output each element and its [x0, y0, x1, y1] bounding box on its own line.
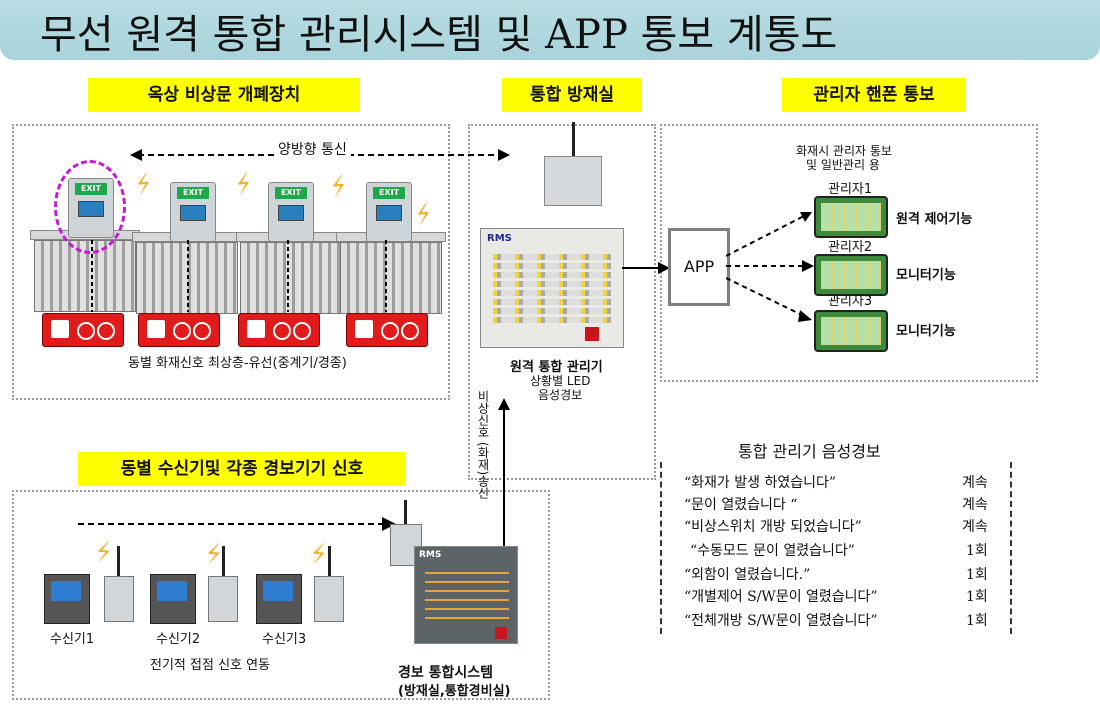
section-label-dong-signal: 동별 수신기및 각종 경보기기 신호 [78, 452, 406, 486]
wiring-lines [91, 240, 387, 312]
wireless-repeater [544, 156, 602, 206]
wireless-transmitter [314, 576, 344, 622]
section-label-rooftop: 옥상 비상문 개폐장치 [88, 78, 360, 112]
fire-relay-device [238, 313, 320, 347]
fire-relay-device [138, 313, 220, 347]
antenna [404, 500, 407, 526]
phone-3-function: 모니터기능 [896, 324, 956, 339]
voice-message-6: “개별제어 S/W문이 열렸습니다” [684, 589, 878, 605]
wireless-transmitter [208, 576, 238, 622]
alarm-system-sub: (방재실,통합경비실) [398, 684, 511, 699]
antenna [328, 546, 331, 576]
exit-door-unit: EXIT [268, 182, 314, 242]
voice-mode-4: 1회 [966, 543, 988, 559]
app-box: APP [668, 228, 730, 306]
fire-relay-device [42, 313, 124, 347]
rooftop-box [12, 124, 450, 400]
wireless-receiver-unit [390, 524, 422, 566]
section-label-control-room: 통합 방재실 [502, 78, 642, 112]
voice-mode-7: 1회 [966, 613, 988, 629]
vertical-signal-label: 비상신호 (화재)송신 [476, 390, 490, 500]
panel-brand: RMS [487, 233, 512, 244]
voice-bracket-right [1010, 462, 1016, 634]
phone-1-name: 관리자1 [828, 182, 873, 197]
panel-sub-led: 상황별 LED [530, 374, 591, 388]
antenna [572, 122, 575, 156]
receiver-1-label: 수신기1 [50, 632, 95, 647]
alarm-integrated-panel: RMS [414, 546, 518, 644]
manager-phone-2 [814, 254, 888, 296]
antenna [222, 546, 225, 576]
title-bar [0, 0, 1100, 60]
exit-door-unit: EXIT [170, 182, 216, 242]
diagram-title: 무선 원격 통합 관리시스템 및 APP 통보 계통도 [40, 12, 838, 58]
manager-box [660, 124, 1038, 382]
bidirectional-label: 양방향 통신 [274, 139, 351, 159]
receiver-box [12, 490, 550, 700]
phone-3-name: 관리자3 [828, 294, 873, 309]
integrated-manager-panel: RMS [480, 228, 624, 348]
brand-logo-icon [495, 627, 507, 639]
panel-caption: 원격 통합 관리기 [510, 360, 603, 375]
voice-heading: 통합 관리기 음성경보 [738, 442, 881, 461]
receiver-2-label: 수신기2 [156, 632, 201, 647]
manager-phone-3 [814, 310, 888, 352]
antenna [117, 546, 120, 576]
receiver-3-label: 수신기3 [262, 632, 307, 647]
manager-phone-1 [814, 196, 888, 238]
control-room-box [468, 124, 656, 480]
voice-mode-2: 계속 [962, 497, 988, 513]
panel-to-app-arrow [622, 262, 670, 274]
panel-sub-voice: 음성경보 [538, 388, 583, 402]
manager-note-line1: 화재시 관리자 통보 [796, 144, 892, 158]
brand-logo-icon [585, 327, 599, 341]
receiver-signal-arrow [78, 517, 396, 531]
phone-2-name: 관리자2 [828, 240, 873, 255]
voice-mode-5: 1회 [966, 567, 988, 583]
voice-bracket-left [660, 462, 666, 634]
voice-mode-1: 계속 [962, 475, 988, 491]
voice-message-3: “비상스위치 개방 되었습니다” [684, 519, 862, 535]
voice-message-4: “수동모드 문이 열렸습니다” [690, 543, 855, 559]
alarm-led-grid [425, 565, 509, 623]
section-label-manager-phone: 관리자 핸폰 통보 [782, 78, 966, 112]
alarm-panel-brand: RMS [419, 550, 442, 560]
contact-note: 전기적 접점 신호 연동 [150, 658, 271, 673]
app-to-phones-arrows [726, 212, 814, 322]
manager-note-line2: 및 일반관리 용 [806, 158, 880, 172]
phone-1-function: 원격 제어기능 [896, 212, 973, 227]
voice-mode-3: 계속 [962, 519, 988, 535]
exit-door-unit: EXIT [366, 182, 412, 242]
voice-mode-6: 1회 [966, 589, 988, 605]
voice-message-1: “화재가 발생 하였습니다” [684, 475, 837, 491]
receiver-panel [150, 574, 196, 624]
highlight-ellipse [54, 160, 126, 254]
voice-message-5: “외함이 열렸습니다.” [684, 567, 811, 583]
phone-2-function: 모니터기능 [896, 268, 956, 283]
receiver-panel [256, 574, 302, 624]
fire-signal-note: 동별 화재신호 최상층-유선(중계기/경종) [128, 356, 347, 371]
vertical-signal-arrow [498, 398, 510, 548]
wireless-transmitter [104, 576, 134, 622]
alarm-system-label: 경보 통합시스템 [398, 665, 494, 681]
led-grid [493, 251, 611, 326]
fire-relay-device [346, 313, 428, 347]
voice-message-7: “전체개방 S/W문이 열렸습니다” [684, 613, 878, 629]
voice-message-2: “문이 열렸습니다 “ [684, 497, 798, 513]
receiver-panel [44, 574, 90, 624]
